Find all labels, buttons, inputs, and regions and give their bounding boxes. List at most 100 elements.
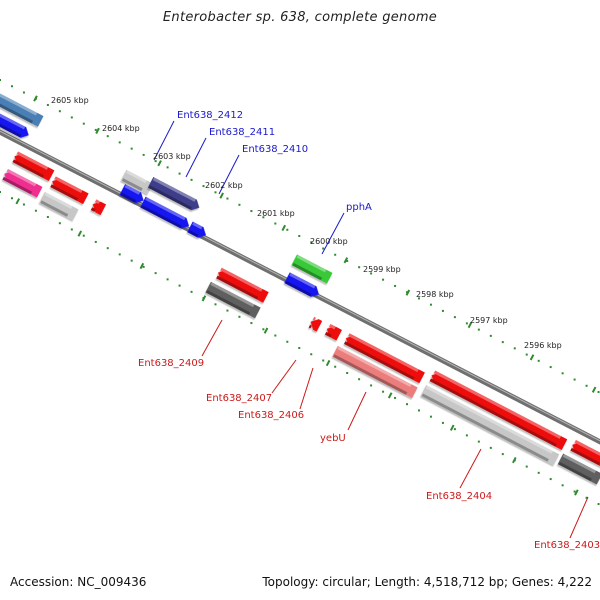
gene-feature-blue[interactable] bbox=[284, 272, 321, 299]
inner-track-major-tick bbox=[325, 359, 331, 367]
outer-track-major-tick bbox=[95, 127, 100, 134]
gene-feature-navy[interactable] bbox=[147, 176, 202, 213]
gene-feature-pink[interactable] bbox=[1, 168, 43, 198]
gene-feature-lightgray-highlight bbox=[425, 385, 554, 454]
outer-track-dot bbox=[477, 328, 480, 331]
inner-track-dot bbox=[166, 278, 169, 281]
gene-feature-lightgray-highlight bbox=[125, 170, 147, 184]
outer-track-dot bbox=[561, 372, 564, 375]
inner-track-dot bbox=[142, 265, 145, 268]
inner-track-dot bbox=[346, 371, 349, 374]
outer-track-dot bbox=[274, 222, 277, 225]
outer-track-dot bbox=[262, 216, 265, 219]
gene-feature-red[interactable] bbox=[215, 267, 269, 303]
inner-track-dot bbox=[130, 259, 133, 262]
inner-track-major-tick bbox=[77, 230, 83, 237]
gene-label[interactable]: Ent638_2409 bbox=[138, 358, 204, 369]
inner-track-dot bbox=[585, 496, 588, 499]
kbp-label: 2602 kbp bbox=[205, 181, 243, 190]
gene-feature-red[interactable] bbox=[569, 439, 600, 469]
gene-feature-red-highlight bbox=[329, 323, 336, 330]
gene-feature-red[interactable] bbox=[49, 176, 89, 205]
inner-track-dot bbox=[501, 453, 504, 456]
inner-track-dot bbox=[34, 209, 37, 212]
gene-feature-lightgray[interactable] bbox=[120, 169, 154, 195]
gene-feature-red[interactable] bbox=[90, 199, 107, 216]
gene-feature-red[interactable] bbox=[324, 323, 342, 341]
gene-feature-red[interactable] bbox=[12, 151, 55, 182]
gene-label[interactable]: Ent638_2410 bbox=[242, 144, 308, 155]
gene-feature-lightgray-body bbox=[420, 385, 560, 465]
inner-track-dot bbox=[477, 440, 480, 443]
inner-track-dot bbox=[118, 253, 121, 256]
gene-label[interactable]: pphA bbox=[346, 202, 372, 213]
gene-label[interactable]: Ent638_2403 bbox=[534, 540, 600, 551]
inner-track-dot bbox=[310, 353, 313, 356]
outer-track-dot bbox=[585, 384, 588, 387]
outer-track-dot bbox=[10, 85, 13, 88]
outer-track-dot bbox=[298, 235, 301, 238]
inner-track-dot bbox=[82, 234, 85, 237]
gene-feature-salmon[interactable] bbox=[332, 345, 418, 399]
gene-feature-blue-edge bbox=[188, 229, 199, 238]
gene-feature-lightgray-edge bbox=[121, 178, 143, 192]
inner-track-dot bbox=[453, 428, 456, 431]
gene-feature-red[interactable] bbox=[308, 316, 323, 332]
gene-feature-steelblue[interactable] bbox=[0, 89, 44, 127]
outer-track-dot bbox=[226, 197, 229, 200]
gene-label[interactable]: Ent638_2407 bbox=[206, 393, 272, 404]
gene-label[interactable]: Ent638_2412 bbox=[177, 110, 243, 121]
inner-track-dot bbox=[322, 359, 325, 362]
gene-feature-darkgray[interactable] bbox=[557, 453, 600, 485]
outer-track-dot bbox=[334, 253, 337, 256]
outer-track-major-tick bbox=[591, 386, 597, 393]
gene-feature-red-body bbox=[92, 201, 107, 216]
inner-track-dot bbox=[334, 365, 337, 368]
gene-feature-blue[interactable] bbox=[0, 111, 32, 140]
gene-feature-red[interactable] bbox=[429, 370, 568, 450]
gene-feature-green[interactable] bbox=[291, 254, 333, 284]
outer-track-dot bbox=[573, 378, 576, 381]
inner-track-dot bbox=[226, 309, 229, 312]
gene-feature-red-body bbox=[345, 335, 425, 384]
gene-feature-red-edge bbox=[429, 378, 557, 447]
inner-track-dot bbox=[70, 228, 73, 231]
gene-feature-blue[interactable] bbox=[187, 221, 209, 241]
gene-feature-blue-edge bbox=[120, 192, 137, 203]
gene-feature-red-edge bbox=[570, 447, 600, 466]
gene-feature-pink-edge bbox=[2, 176, 33, 195]
gene-label[interactable]: yebU bbox=[320, 433, 346, 444]
gene-feature-blue-highlight bbox=[145, 197, 186, 221]
outer-track-major-tick bbox=[281, 224, 287, 232]
gene-label[interactable]: Ent638_2406 bbox=[238, 410, 304, 421]
inner-track-major-tick bbox=[449, 424, 455, 431]
leader-line bbox=[321, 212, 345, 255]
outer-track-dot bbox=[465, 322, 468, 325]
gene-feature-red[interactable] bbox=[343, 333, 425, 384]
gene-feature-lightgray[interactable] bbox=[39, 191, 79, 221]
map-title: Enterobacter sp. 638, complete genome bbox=[162, 10, 438, 25]
inner-track-dot bbox=[10, 197, 13, 200]
inner-track-dot bbox=[154, 272, 157, 275]
gene-feature-lightgray[interactable] bbox=[420, 385, 560, 465]
gene-label[interactable]: Ent638_2404 bbox=[426, 491, 492, 502]
inner-tick-track bbox=[0, 191, 600, 506]
gene-feature-green-highlight bbox=[296, 254, 327, 273]
kbp-label: 2599 kbp bbox=[363, 265, 401, 274]
inner-track-dot bbox=[394, 396, 397, 399]
gene-feature-blue[interactable] bbox=[119, 184, 147, 206]
gene-feature-blue-highlight bbox=[124, 184, 141, 195]
outer-track-dot bbox=[358, 266, 361, 269]
gene-feature-blue-edge bbox=[0, 119, 22, 138]
gene-feature-navy-edge bbox=[148, 185, 192, 210]
gene-feature-blue[interactable] bbox=[140, 196, 192, 232]
gene-feature-darkgray[interactable] bbox=[205, 281, 261, 319]
inner-track-dot bbox=[0, 191, 1, 193]
gene-feature-blue-highlight bbox=[289, 272, 316, 289]
kbp-label: 2605 kbp bbox=[51, 96, 89, 105]
gene-feature-red-edge bbox=[324, 331, 332, 338]
outer-track-dot bbox=[322, 247, 325, 250]
gene-label[interactable]: Ent638_2411 bbox=[209, 127, 275, 138]
outer-track-dot bbox=[429, 303, 432, 306]
